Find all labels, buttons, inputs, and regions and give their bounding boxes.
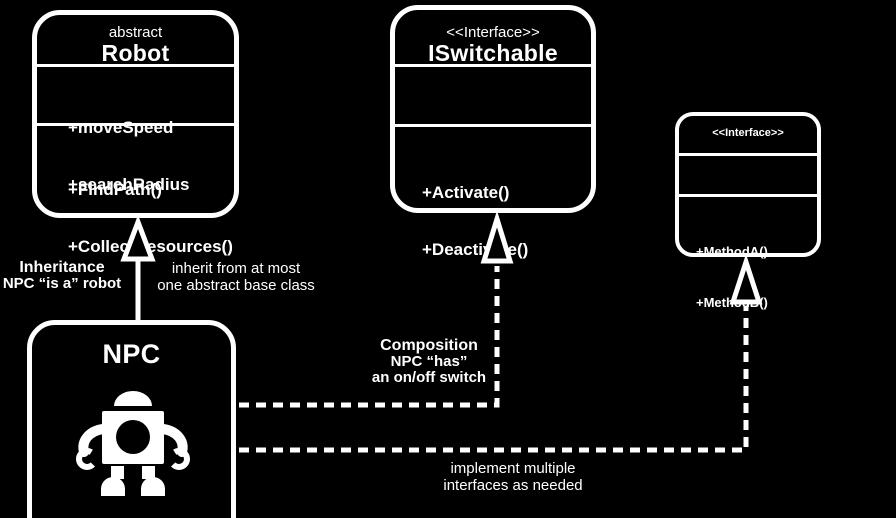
robot-arm-left <box>76 424 108 470</box>
composition-label-title: Composition <box>380 337 478 354</box>
robot-foot <box>101 477 125 496</box>
npc-class-box: NPC <box>27 320 236 518</box>
robot-head <box>114 391 152 406</box>
implement-note: implement multiple interfaces as needed <box>443 460 583 494</box>
class-method: +FindPath() <box>68 180 162 199</box>
class-attributes: +moveSpeed +searchRadius <box>68 80 189 232</box>
inheritance-label-title: Inheritance <box>19 259 105 276</box>
interface-stereotype: <<Interface>> <box>446 24 540 41</box>
robot-foot <box>141 477 165 496</box>
class-stereotype: abstract <box>108 24 163 41</box>
section-divider <box>679 194 817 197</box>
composition-label: Composition NPC “has” an on/off switch <box>360 337 498 386</box>
iswitchable-interface-box: <<Interface>> ISwitchable +Activate() +D… <box>390 5 596 259</box>
robot-leg <box>142 466 155 479</box>
interface-method: +Activate() <box>422 183 510 202</box>
interface-method: +MethodB() <box>696 295 768 310</box>
interface-methods: +MethodA() +MethodB() <box>696 209 768 345</box>
section-divider <box>37 123 234 126</box>
interface-method: +Deactivate() <box>422 240 529 259</box>
robot-body-port <box>116 420 150 454</box>
robot-icon <box>76 391 190 496</box>
class-attribute: +searchRadius <box>68 175 190 194</box>
inherit-note: inherit from at most one abstract base c… <box>157 260 315 294</box>
robot-leg <box>111 466 124 479</box>
interface-box: <<Interface>> +MethodA() +MethodB() <box>675 112 821 310</box>
class-method: +CollectResources() <box>68 237 233 256</box>
section-divider <box>395 64 591 67</box>
inheritance-label-sub: NPC “is a” robot <box>2 275 122 292</box>
class-name: NPC <box>102 339 161 369</box>
interface-method: +MethodA() <box>696 244 768 259</box>
inheritance-label: Inheritance NPC “is a” robot <box>0 259 124 292</box>
class-name: Robot <box>101 40 170 66</box>
interface-name: ISwitchable <box>428 40 558 66</box>
section-divider <box>395 124 591 127</box>
section-divider <box>37 64 234 67</box>
class-attribute: +moveSpeed <box>68 118 174 137</box>
robot-class-box: abstract Robot +moveSpeed +searchRadius … <box>32 10 239 256</box>
robot-arm-right <box>158 424 190 470</box>
interface-methods: +Activate() +Deactivate() <box>422 145 528 297</box>
section-divider <box>679 153 817 156</box>
interface-stereotype: <<Interface>> <box>712 127 784 139</box>
